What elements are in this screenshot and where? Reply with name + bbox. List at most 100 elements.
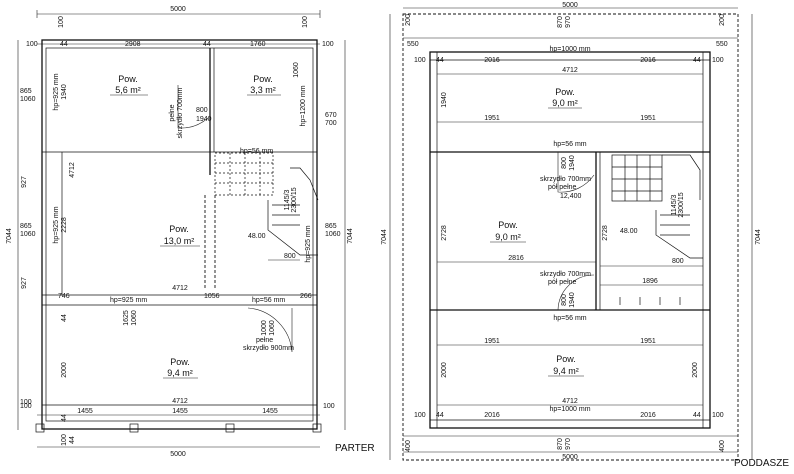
pd-top-total: 5000: [562, 2, 578, 9]
dim-bot-total: 5000: [170, 451, 186, 458]
pd-b970: 970: [565, 438, 572, 450]
room-label-4: Pow.: [170, 357, 190, 367]
pd-l2000: 2000: [441, 362, 448, 378]
pd-hp56a: hp=56 mm: [553, 141, 586, 148]
dim-r2-mid2: 44: [203, 41, 211, 48]
dim-top-left: 100: [58, 16, 65, 28]
dim-hp56a: hp=56 mm: [240, 148, 273, 155]
pd-s800c: 800: [561, 294, 568, 306]
dim-r1060: 1060: [293, 62, 300, 78]
pd-skrz-b: skrzydło 700mm: [540, 271, 591, 278]
pd-b400a: 400: [405, 440, 412, 452]
pd-l7044: 7044: [381, 229, 388, 245]
dim-r2-right: 100: [322, 41, 334, 48]
pd-room-area-1: 9,0 m²: [552, 98, 578, 108]
dim-r2-mid: 2908: [125, 41, 141, 48]
door-a-note2: skrzydło 700mm: [177, 87, 184, 138]
pd-r7044: 7044: [755, 229, 762, 245]
dim-bot-44: 44: [69, 436, 76, 444]
pd-s2816: 2816: [508, 255, 524, 262]
pd-l1951b: 1951: [484, 338, 500, 345]
pd-s800: 800: [561, 157, 568, 169]
dim-left-927a: 927: [21, 176, 28, 188]
parter-plan: 5000 100 100 100 44 2908 44 1760 100 704…: [6, 6, 375, 458]
dim-bot-4712: 4712: [172, 398, 188, 405]
dim-mid-746: 746: [58, 293, 70, 300]
poddasze-title: PODDASZE: [734, 458, 789, 469]
room-label-2: Pow.: [253, 74, 273, 84]
pd-t100b: 100: [712, 57, 724, 64]
pd-r1951a: 1951: [640, 115, 656, 122]
pd-l1951a: 1951: [484, 115, 500, 122]
pd-b44b: 44: [693, 412, 701, 419]
room-area-3: 13,0 m²: [164, 236, 195, 246]
door-b-note2: skrzydło 900mm: [243, 345, 294, 352]
pd-t44b: 44: [693, 57, 701, 64]
dim-1060b: 1060: [269, 320, 276, 336]
pd-hp1000a: hp=1000 mm: [549, 46, 590, 53]
room-area-1: 5,6 m²: [115, 85, 141, 95]
dim-bot-1455a: 1455: [77, 408, 93, 415]
pd-t44a: 44: [436, 57, 444, 64]
dim-left-44b: 44: [61, 414, 68, 422]
dim-hp56b: hp=56 mm: [252, 297, 285, 304]
pd-s800b: 800: [672, 258, 684, 265]
dim-mid-1056: 1056: [204, 293, 220, 300]
pd-r2000: 2000: [692, 362, 699, 378]
room-label-3: Pow.: [169, 224, 189, 234]
pd-b400b: 400: [719, 440, 726, 452]
pd-room-label-2: Pow.: [498, 220, 518, 230]
dim-left-1060b: 1060: [20, 231, 36, 238]
dim-mid-4712: 4712: [172, 285, 188, 292]
dim-right-670: 670: [325, 112, 337, 119]
pd-t100a: 100: [414, 57, 426, 64]
room-area-4: 9,4 m²: [167, 368, 193, 378]
stair-800: 800: [284, 253, 296, 260]
door-c-1940: 1940: [196, 116, 212, 123]
pd-pol-a: pół pełne: [548, 184, 577, 191]
dim-left-2000: 2000: [61, 362, 68, 378]
dim-1000: 1000: [261, 320, 268, 336]
pd-t2016a: 2016: [484, 57, 500, 64]
stair-dims2: 2300/15: [291, 187, 298, 212]
dim-left-100: 100: [20, 399, 32, 406]
pd-b100b: 100: [712, 412, 724, 419]
dim-left-865a: 865: [20, 88, 32, 95]
pd-t4712: 4712: [562, 67, 578, 74]
pd-b44: 44: [436, 412, 444, 419]
pd-b2016b: 2016: [640, 412, 656, 419]
dim-right-1060: 1060: [325, 231, 341, 238]
pd-s1896: 1896: [642, 278, 658, 285]
pd-r2728: 2728: [602, 225, 609, 241]
pd-t2016b: 2016: [640, 57, 656, 64]
dim-r2-left-a: 100: [26, 41, 38, 48]
door-a-note1: pełne: [169, 104, 176, 121]
dim-left-total: 7044: [6, 228, 13, 244]
pd-t200b: 200: [719, 14, 726, 26]
dim-hp925b: hp=925 mm: [53, 206, 60, 243]
pd-t200a: 200: [405, 14, 412, 26]
pd-b2016a: 2016: [484, 412, 500, 419]
dim-hp925a: hp=925 mm: [53, 73, 60, 110]
dim-right-865: 865: [325, 223, 337, 230]
pd-btotal: 5000: [562, 454, 578, 461]
dim-r2-mid3: 1760: [250, 41, 266, 48]
pd-hp1000b: hp=1000 mm: [549, 406, 590, 413]
pd-stair-dims2: 2300/15: [678, 192, 685, 217]
pd-room-area-3: 9,4 m²: [553, 366, 579, 376]
dim-bot-100: 100: [20, 403, 32, 410]
pd-l2728: 2728: [441, 225, 448, 241]
dim-left-1060a: 1060: [20, 96, 36, 103]
pd-s48: 48.00: [620, 228, 638, 235]
dim-bot-1455c: 1455: [262, 408, 278, 415]
dim-bot-100c: 100: [61, 434, 68, 446]
dim-left-865b: 865: [20, 223, 32, 230]
dim-1625: 1625: [123, 310, 130, 326]
stair-dims: 1145/3: [284, 189, 291, 210]
dim-top-total: 5000: [170, 6, 186, 13]
dim-hp2228: 2228: [61, 217, 68, 233]
room-area-2: 3,3 m²: [250, 85, 276, 95]
dim-inner-4712: 4712: [69, 162, 76, 178]
dim-bot-1455b: 1455: [172, 408, 188, 415]
pd-l1940: 1940: [441, 92, 448, 108]
